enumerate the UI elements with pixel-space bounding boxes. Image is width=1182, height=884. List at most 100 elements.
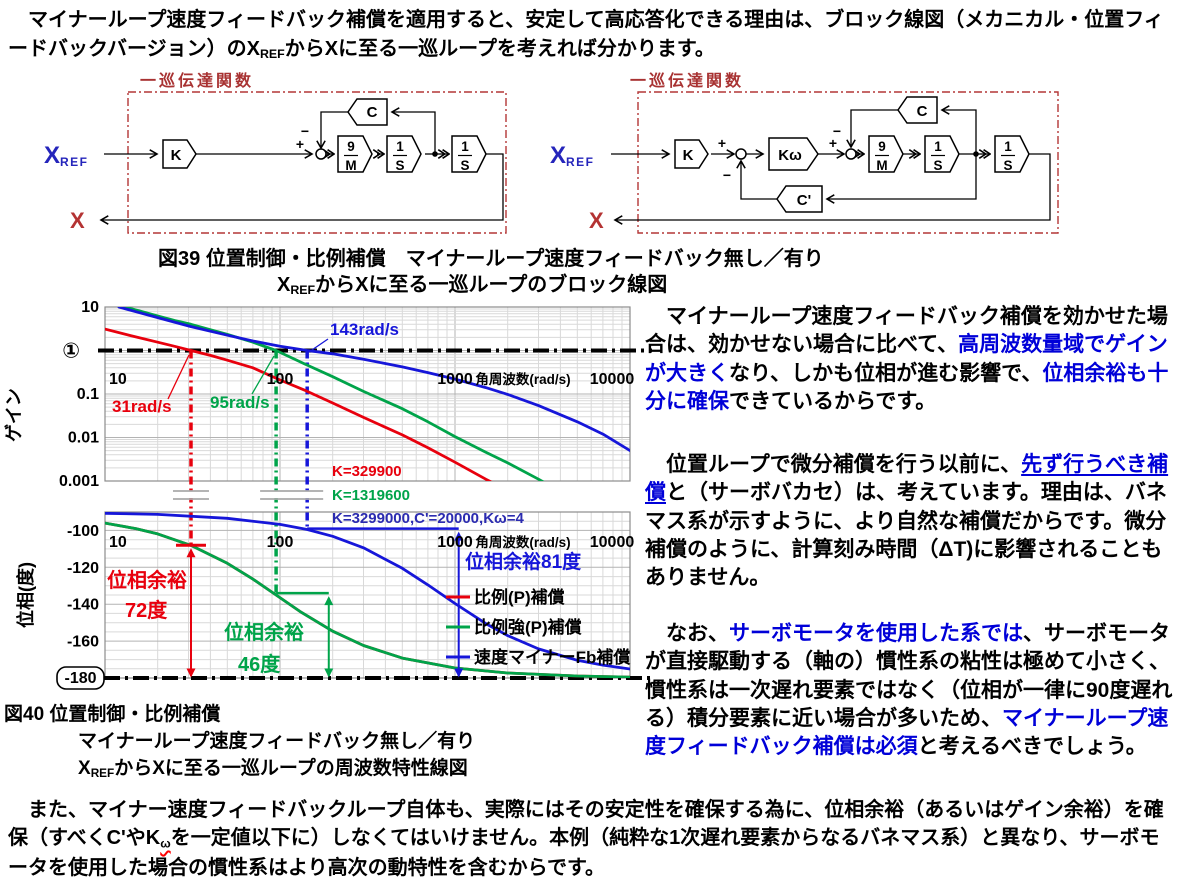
integrator-block-2: 1 S — [994, 135, 1030, 173]
axis-break — [260, 492, 324, 498]
k-parameter-label: K=329900 — [332, 463, 402, 480]
integrator-block-2: 1 S — [451, 135, 487, 173]
svg-text:−: − — [723, 167, 731, 183]
svg-text:C: C — [917, 103, 928, 120]
svg-text:S: S — [1003, 158, 1012, 173]
svg-text:M: M — [876, 158, 887, 173]
x-tick-label: 10 — [109, 371, 127, 388]
velocity-gain-block-Kw: Kω — [768, 137, 819, 171]
branch-node — [973, 151, 979, 157]
text-segment: 位相余裕も十分に確保 — [645, 361, 1169, 414]
legend-label: 比例強(P)補償 — [474, 617, 582, 637]
y-tick-label: -100 — [67, 523, 99, 540]
velocity-feedback-block-C-prime: C' — [776, 185, 823, 213]
x-axis-title: 角周波数(rad/s) — [475, 534, 570, 550]
loop-transfer-function-label: 一巡伝達関数 — [140, 71, 254, 90]
text-segment: サーボモータを使用した系では — [729, 622, 1023, 645]
text-segment: X — [277, 274, 291, 296]
gain-axis-title: ゲイン — [3, 388, 24, 442]
signal-wires — [611, 105, 1051, 225]
block-diagram-no-minor-loop: 一巡伝達関数 XREF + − K 9 M 1 S C 1 — [44, 71, 507, 234]
figure40-caption-line1: 図40 位置制御・比例補償 — [4, 704, 221, 725]
svg-text:+: + — [718, 135, 726, 151]
text-segment: と考えるべきでしょう。 — [917, 735, 1147, 759]
y-tick-label: -140 — [67, 597, 99, 614]
paragraph-servo-motor-systems: なお、サーボモータを使用した系では、サーボモータが直接駆動する（軸の）慣性系の粘… — [645, 620, 1182, 762]
text-segment: マイナーループ速度フィードバック補償を効かせた場合は、効かせない場合に比べて、 — [645, 305, 1168, 357]
svg-text:K: K — [683, 147, 694, 164]
text-segment: REF — [290, 282, 316, 297]
text-segment: を一定値以下に）しなくてはいけません。本例（純粋な1次遅れ要素からなるバネマス系… — [8, 827, 1160, 879]
svg-text:+: + — [829, 135, 837, 151]
text-segment: ω — [160, 837, 171, 852]
text-segment: REF — [90, 766, 115, 780]
arrowhead-up — [454, 531, 464, 541]
series-curve — [117, 307, 630, 453]
x-tick-label: 1000 — [437, 534, 473, 551]
svg-text:S: S — [933, 158, 942, 173]
k-parameter-label: K=3299000,C'=20000,Kω=4 — [332, 510, 524, 527]
paragraph-before-derivative-compensation: 位置ループで微分補償を行う以前に、先ず行うべき補償と（サーボバカセ）は、考えてい… — [645, 451, 1182, 593]
legend-label: 速度マイナーFb補償 — [474, 647, 630, 667]
y-tick-label: 10 — [81, 299, 99, 316]
paragraph-minor-loop-effect: マイナーループ速度フィードバック補償を効かせた場合は、効かせない場合に比べて、高… — [645, 303, 1182, 416]
arrowhead-down — [324, 668, 334, 678]
svg-text:M: M — [345, 158, 356, 173]
y-tick-label: -120 — [67, 560, 99, 577]
text-segment: REF — [259, 46, 285, 61]
phase-margin-label: 位相余裕 — [107, 568, 187, 592]
legend-label: 比例(P)補償 — [474, 587, 565, 607]
y-tick-label: 0.01 — [68, 430, 99, 447]
summing-junction: + − — [296, 123, 327, 160]
gain-block-K: K — [674, 139, 709, 169]
integrator-block-1: 1 S — [924, 135, 960, 173]
svg-text:1: 1 — [934, 139, 942, 154]
y-tick-label: 0.001 — [59, 473, 99, 490]
x-axis-title: 角周波数(rad/s) — [475, 371, 570, 387]
x-output-label: X — [589, 208, 604, 233]
text-segment: また、マイナー速度フィードバックループ自体も、実際にはその安定性を確保する為に、… — [8, 799, 1164, 850]
figure39-caption-line1: 図39 位置制御・比例補償 マイナーループ速度フィードバック無し／有り — [158, 248, 824, 270]
damping-block-C: C — [897, 96, 938, 124]
x-tick-label: 100 — [267, 371, 294, 388]
svg-text:C: C — [367, 104, 378, 121]
phase-margin-label: 位相余裕81度 — [465, 550, 582, 573]
svg-text:S: S — [460, 158, 469, 173]
phase-margin-label: 46度 — [238, 652, 281, 676]
unity-circled-one: ① — [62, 340, 80, 363]
plant-block-9-over-M: 9 M — [868, 135, 904, 173]
series-curve — [123, 307, 545, 481]
block-diagram-with-minor-loop: 一巡伝達関数 XREF + − + − K Kω 9 M — [550, 71, 1059, 234]
text-segment: できているからです。 — [729, 390, 937, 414]
text-segment: なり、しかも位相が進む影響で、 — [729, 361, 1043, 385]
signal-wires — [99, 107, 504, 225]
series-curve — [105, 521, 630, 678]
x-tick-label: 100 — [267, 534, 294, 551]
text-segment: X — [78, 758, 91, 779]
phase-margin-label: 位相余裕 — [224, 620, 304, 644]
figure39-caption-line2: XREFからXに至る一巡ループのブロック線図 — [277, 268, 667, 297]
figure40-caption-line3: XREFからXに至る一巡ループの周波数特性線図 — [78, 753, 468, 780]
plant-block-9-over-M: 9 M — [337, 135, 373, 173]
axis-break — [172, 492, 209, 498]
arrowhead-down — [454, 668, 464, 678]
svg-text:1: 1 — [396, 139, 404, 154]
text-segment: からXに至る一巡ループのブロック線図 — [315, 274, 668, 296]
text-segment: 高周波数量域でゲインが大きく — [645, 333, 1168, 385]
arrowhead-up — [186, 548, 196, 558]
x-tick-label: 10000 — [590, 371, 635, 388]
loop-transfer-function-label: 一巡伝達関数 — [630, 71, 744, 90]
xref-input-label: XREF — [44, 142, 89, 169]
text-segment: なお、 — [645, 622, 729, 645]
crossover-leader — [308, 338, 329, 353]
arrowhead-up — [324, 596, 334, 606]
series-curve — [105, 512, 630, 671]
svg-text:−: − — [833, 123, 841, 139]
phase-axis-title: 位相(度) — [15, 562, 36, 628]
svg-text:9: 9 — [878, 139, 886, 154]
svg-text:1: 1 — [1004, 139, 1012, 154]
loop-boundary-box — [637, 91, 1059, 234]
minus180-box — [56, 666, 105, 690]
